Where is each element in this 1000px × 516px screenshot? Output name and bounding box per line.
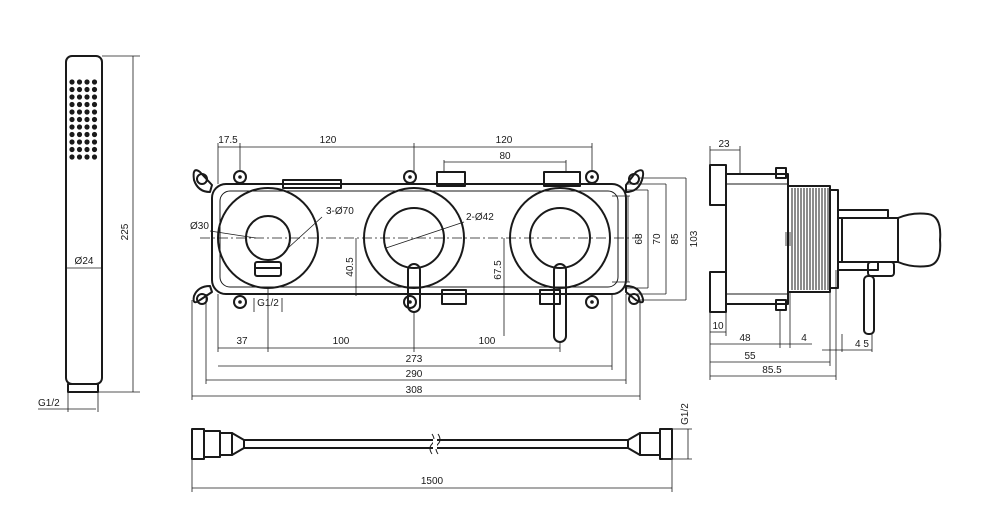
nozzle-dot — [76, 124, 83, 130]
dim-dia-30: Ø30 — [190, 221, 209, 232]
nozzle-dot — [76, 79, 83, 85]
nozzle-dot — [91, 131, 98, 138]
hose-length-label: 1500 — [421, 476, 444, 487]
nozzle-dot — [91, 79, 98, 85]
nozzle-dot — [84, 146, 90, 153]
side-dim-85-5: 85.5 — [762, 365, 782, 376]
mounting-lugs — [192, 169, 645, 305]
nozzle-dot — [69, 86, 75, 93]
nozzle-dot — [91, 146, 98, 153]
nozzle-dot — [76, 86, 83, 93]
nozzle-dot — [84, 79, 90, 85]
nozzle-dot — [84, 116, 90, 123]
hose-thread-label: G1/2 — [680, 403, 691, 425]
nozzle-dot — [69, 139, 75, 145]
side-stem — [841, 217, 899, 263]
side-dim-4-5: 4 5 — [855, 339, 869, 350]
dim-40-5: 40.5 — [345, 257, 356, 277]
dim-70: 70 — [652, 233, 663, 245]
side-handle — [897, 212, 942, 268]
side-dim-55: 55 — [744, 351, 756, 362]
hand-shower-diameter-label: Ø24 — [75, 256, 94, 267]
nozzle-dot — [84, 86, 90, 93]
nozzle-dot — [69, 101, 75, 108]
nozzle-dot — [91, 154, 98, 160]
dim-85: 85 — [670, 233, 681, 245]
nozzle-dot — [84, 154, 90, 160]
nozzle-dot — [84, 109, 90, 115]
nozzle-dot — [69, 79, 75, 85]
hand-shower-thread-end — [67, 383, 99, 393]
mixer-side-view: 23 10 48 4 55 4 5 85.5 — [709, 139, 942, 380]
nozzle-dot — [91, 116, 98, 123]
nozzle-dot — [84, 139, 90, 145]
nozzle-dot — [69, 109, 75, 115]
dim-3-dia-70: 3-Ø70 — [326, 206, 354, 217]
side-threads — [791, 188, 829, 290]
nozzle-dot — [84, 101, 90, 108]
screw-holes — [233, 170, 599, 309]
dim-273: 273 — [406, 354, 423, 365]
nozzle-dot — [91, 139, 98, 145]
nozzle-dot — [76, 154, 83, 160]
dim-290: 290 — [406, 369, 423, 380]
nozzle-dot — [91, 94, 98, 100]
side-dim-10: 10 — [712, 321, 724, 332]
side-dim-4: 4 — [801, 333, 807, 344]
dim-67-5: 67.5 — [493, 260, 504, 280]
nozzle-dot — [84, 124, 90, 130]
dim-100-left: 100 — [333, 336, 350, 347]
nozzle-dot — [76, 109, 83, 115]
hose-view: 1500 G1/2 — [191, 403, 692, 492]
dim-80: 80 — [499, 151, 511, 162]
nozzle-dot — [84, 94, 90, 100]
nozzle-dot — [69, 154, 75, 160]
nozzle-dot — [69, 124, 75, 130]
nozzle-dot — [76, 131, 83, 138]
nozzle-dot — [69, 131, 75, 138]
hand-shower-view: 225 Ø24 G1/2 — [38, 55, 140, 412]
dim-68: 68 — [634, 233, 645, 245]
dim-2-dia-42: 2-Ø42 — [466, 212, 494, 223]
dim-17-5: 17.5 — [218, 135, 238, 146]
nozzle-dot — [76, 146, 83, 153]
hand-shower-thread-label: G1/2 — [38, 398, 60, 409]
side-threaded-body — [787, 185, 831, 293]
side-dim-48: 48 — [739, 333, 751, 344]
side-dim-23: 23 — [718, 139, 730, 150]
nozzle-dot — [91, 124, 98, 130]
dim-103: 103 — [689, 230, 700, 247]
nozzle-dot — [69, 146, 75, 153]
nozzle-dot — [84, 131, 90, 138]
hand-shower-length-label: 225 — [120, 223, 131, 240]
dim-120-left: 120 — [320, 135, 337, 146]
nozzle-dot — [76, 139, 83, 145]
nozzle-dot — [91, 101, 98, 108]
mixer-front-view: 17.5 120 120 80 3-Ø70 2-Ø42 Ø30 40.5 67.… — [190, 135, 700, 400]
nozzle-dot — [91, 109, 98, 115]
nozzle-dot — [76, 116, 83, 123]
dim-100-right: 100 — [479, 336, 496, 347]
dim-37: 37 — [236, 336, 248, 347]
side-lever — [863, 275, 875, 335]
dim-308: 308 — [406, 385, 423, 396]
nozzle-dot — [69, 116, 75, 123]
nozzle-dot — [69, 94, 75, 100]
nozzle-dot — [76, 94, 83, 100]
spray-nozzles — [69, 79, 98, 160]
nozzle-dot — [91, 86, 98, 93]
dim-120-right: 120 — [496, 135, 513, 146]
nozzle-dot — [76, 101, 83, 108]
